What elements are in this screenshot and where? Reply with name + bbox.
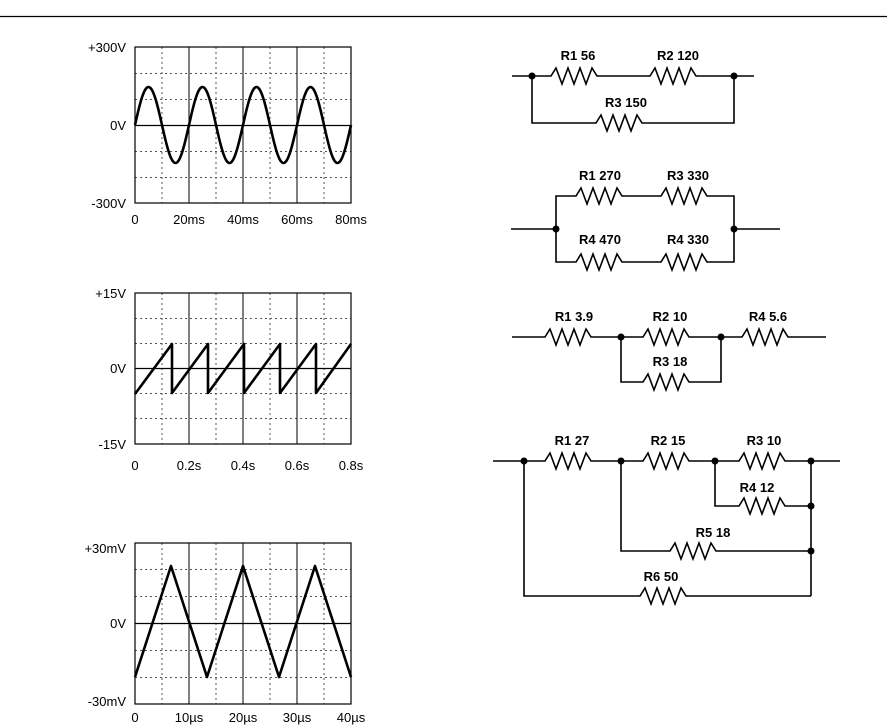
lower-branch-wire (555, 229, 735, 273)
y-label-bottom: -300V (91, 196, 126, 211)
r5-branch-wire (620, 461, 811, 562)
resistor-label: R1 270 (579, 168, 621, 183)
resistor-label: R4 330 (667, 232, 709, 247)
resistor-label: R2 15 (651, 433, 686, 448)
oscilloscope-sawtooth: +15V 0V -15V 0 0.2s 0.4s 0.6s 0.8s (95, 286, 364, 473)
y-label-top: +30mV (84, 541, 126, 556)
junction-node (617, 457, 625, 465)
junction-node (807, 502, 815, 510)
x-label: 0.6s (285, 458, 310, 473)
x-label: 0.2s (177, 458, 202, 473)
parallel-branch-wire (531, 76, 735, 134)
oscilloscope-sine: +300V 0V -300V 0 20ms 40ms 60ms 80ms (88, 40, 367, 227)
resistor-label: R3 150 (605, 95, 647, 110)
r6-branch-wire (523, 461, 811, 607)
x-label: 0 (131, 458, 138, 473)
resistor-label: R5 18 (696, 525, 731, 540)
sawtooth-waveform (133, 342, 353, 395)
y-label-zero: 0V (110, 118, 126, 133)
junction-node (617, 333, 625, 341)
junction-node (528, 72, 536, 80)
x-label: 30µs (283, 710, 312, 725)
resistor-label: R3 18 (653, 354, 688, 369)
resistor-label: R1 3.9 (555, 309, 593, 324)
resistor-label: R4 470 (579, 232, 621, 247)
x-label: 20ms (173, 212, 205, 227)
junction-node (807, 547, 815, 555)
junction-node (717, 333, 725, 341)
circuit-2: R1 270 R3 330 R4 470 R4 330 (511, 168, 780, 273)
x-label: 0 (131, 710, 138, 725)
y-label-zero: 0V (110, 361, 126, 376)
r4-branch-wire (714, 461, 811, 517)
sine-waveform (133, 85, 353, 165)
triangle-waveform (133, 564, 353, 679)
x-label: 0 (131, 212, 138, 227)
y-label-top: +15V (95, 286, 126, 301)
scope-frame (134, 292, 352, 445)
resistor-label: R6 50 (644, 569, 679, 584)
upper-branch-wire (511, 185, 780, 230)
junction-node (520, 457, 528, 465)
resistor-label: R2 120 (657, 48, 699, 63)
x-label: 80ms (335, 212, 367, 227)
junction-node (711, 457, 719, 465)
y-label-top: +300V (88, 40, 126, 55)
x-label: 20µs (229, 710, 258, 725)
y-label-bottom: -30mV (88, 694, 127, 709)
x-label: 40µs (337, 710, 366, 725)
x-label: 0.8s (339, 458, 364, 473)
resistor-label: R4 12 (740, 480, 775, 495)
junction-node (730, 225, 738, 233)
parallel-branch-wire (620, 337, 722, 393)
top-series-wire (493, 450, 840, 472)
junction-node (730, 72, 738, 80)
circuit-3: R1 3.9 R2 10 R4 5.6 R3 18 (512, 309, 826, 393)
junction-node (552, 225, 560, 233)
circuit-4: R1 27 R2 15 R3 10 R4 12 R5 18 R6 50 (493, 433, 840, 607)
y-label-zero: 0V (110, 616, 126, 631)
resistor-label: R1 27 (555, 433, 590, 448)
x-label: 10µs (175, 710, 204, 725)
series-path-wire (512, 326, 826, 348)
junction-node (807, 457, 815, 465)
resistor-label: R1 56 (561, 48, 596, 63)
resistor-label: R2 10 (653, 309, 688, 324)
x-label: 40ms (227, 212, 259, 227)
scope-frame (134, 542, 352, 705)
circuit-1: R1 56 R2 120 R3 150 (512, 48, 754, 134)
resistor-label: R3 10 (747, 433, 782, 448)
series-branch-wire (512, 65, 754, 87)
x-label: 0.4s (231, 458, 256, 473)
x-label: 60ms (281, 212, 313, 227)
y-label-bottom: -15V (99, 437, 127, 452)
oscilloscope-triangle: +30mV 0V -30mV 0 10µs 20µs 30µs 40µs (84, 541, 365, 725)
resistor-label: R3 330 (667, 168, 709, 183)
resistor-label: R4 5.6 (749, 309, 787, 324)
scope-grid (135, 47, 351, 203)
